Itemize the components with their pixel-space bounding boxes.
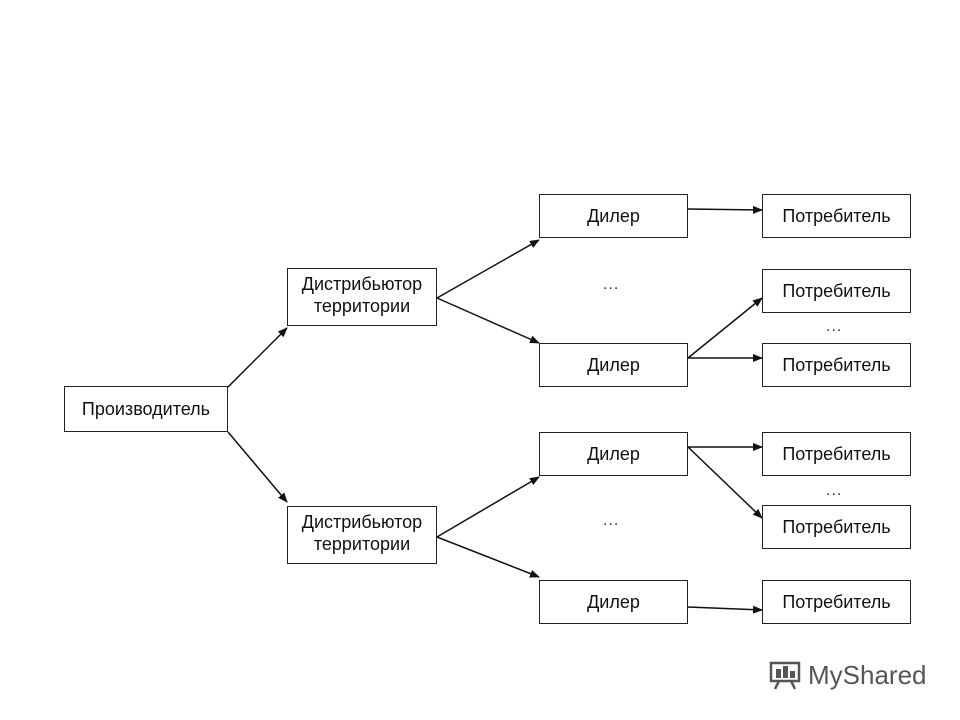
arrow-dealer3-consumer5 [687, 446, 763, 519]
dealer-label: Дилер [587, 355, 640, 375]
consumer-label: Потребитель [782, 281, 891, 301]
consumer-label: Потребитель [782, 517, 891, 537]
arrow-dealer1-consumer1 [687, 205, 763, 214]
distributor-box-2: Дистрибьютор территории [287, 506, 437, 564]
arrow-dealer2-consumer2 [687, 297, 763, 359]
distributor-box-1: Дистрибьютор территории [287, 268, 437, 326]
consumer-box-2: Потребитель [762, 269, 911, 313]
arrow-distributor1-dealer2 [436, 297, 540, 344]
watermark: MyShared [768, 655, 927, 695]
dealer-ellipsis-1: ... [603, 276, 620, 293]
consumer-box-1: Потребитель [762, 194, 911, 238]
dealer-box-3: Дилер [539, 432, 688, 476]
distributor-label-line2: территории [313, 534, 411, 554]
arrow-distributor2-dealer4 [436, 536, 540, 578]
arrow-dealer4-consumer6 [687, 605, 763, 614]
distributor-label-line2: территории [313, 296, 411, 316]
consumer-label: Потребитель [782, 444, 891, 464]
presentation-board-icon [768, 660, 802, 690]
consumer-box-3: Потребитель [762, 343, 911, 387]
consumer-ellipsis-2: ... [826, 482, 843, 499]
producer-label: Производитель [81, 399, 211, 419]
distributor-label-line1: Дистрибьютор [301, 512, 423, 532]
dealer-label: Дилер [587, 206, 640, 226]
dealer-label: Дилер [587, 592, 640, 612]
distributor-label-line1: Дистрибьютор [301, 274, 423, 294]
dealer-ellipsis-2: ... [603, 512, 620, 529]
dealer-label: Дилер [587, 444, 640, 464]
producer-box: Производитель [64, 386, 228, 432]
dealer-box-4: Дилер [539, 580, 688, 624]
consumer-box-5: Потребитель [762, 505, 911, 549]
consumer-label: Потребитель [782, 355, 891, 375]
arrow-producer-distributor-1 [227, 327, 288, 388]
dealer-box-2: Дилер [539, 343, 688, 387]
consumer-box-6: Потребитель [762, 580, 911, 624]
dealer-box-1: Дилер [539, 194, 688, 238]
consumer-label: Потребитель [782, 592, 891, 612]
arrow-producer-distributor-2 [227, 431, 288, 503]
arrow-distributor2-dealer3 [436, 476, 540, 538]
consumer-label: Потребитель [782, 206, 891, 226]
arrow-distributor1-dealer1 [436, 239, 540, 299]
consumer-box-4: Потребитель [762, 432, 911, 476]
watermark-brand: MyShared [808, 659, 927, 690]
consumer-ellipsis-1: ... [826, 318, 843, 335]
